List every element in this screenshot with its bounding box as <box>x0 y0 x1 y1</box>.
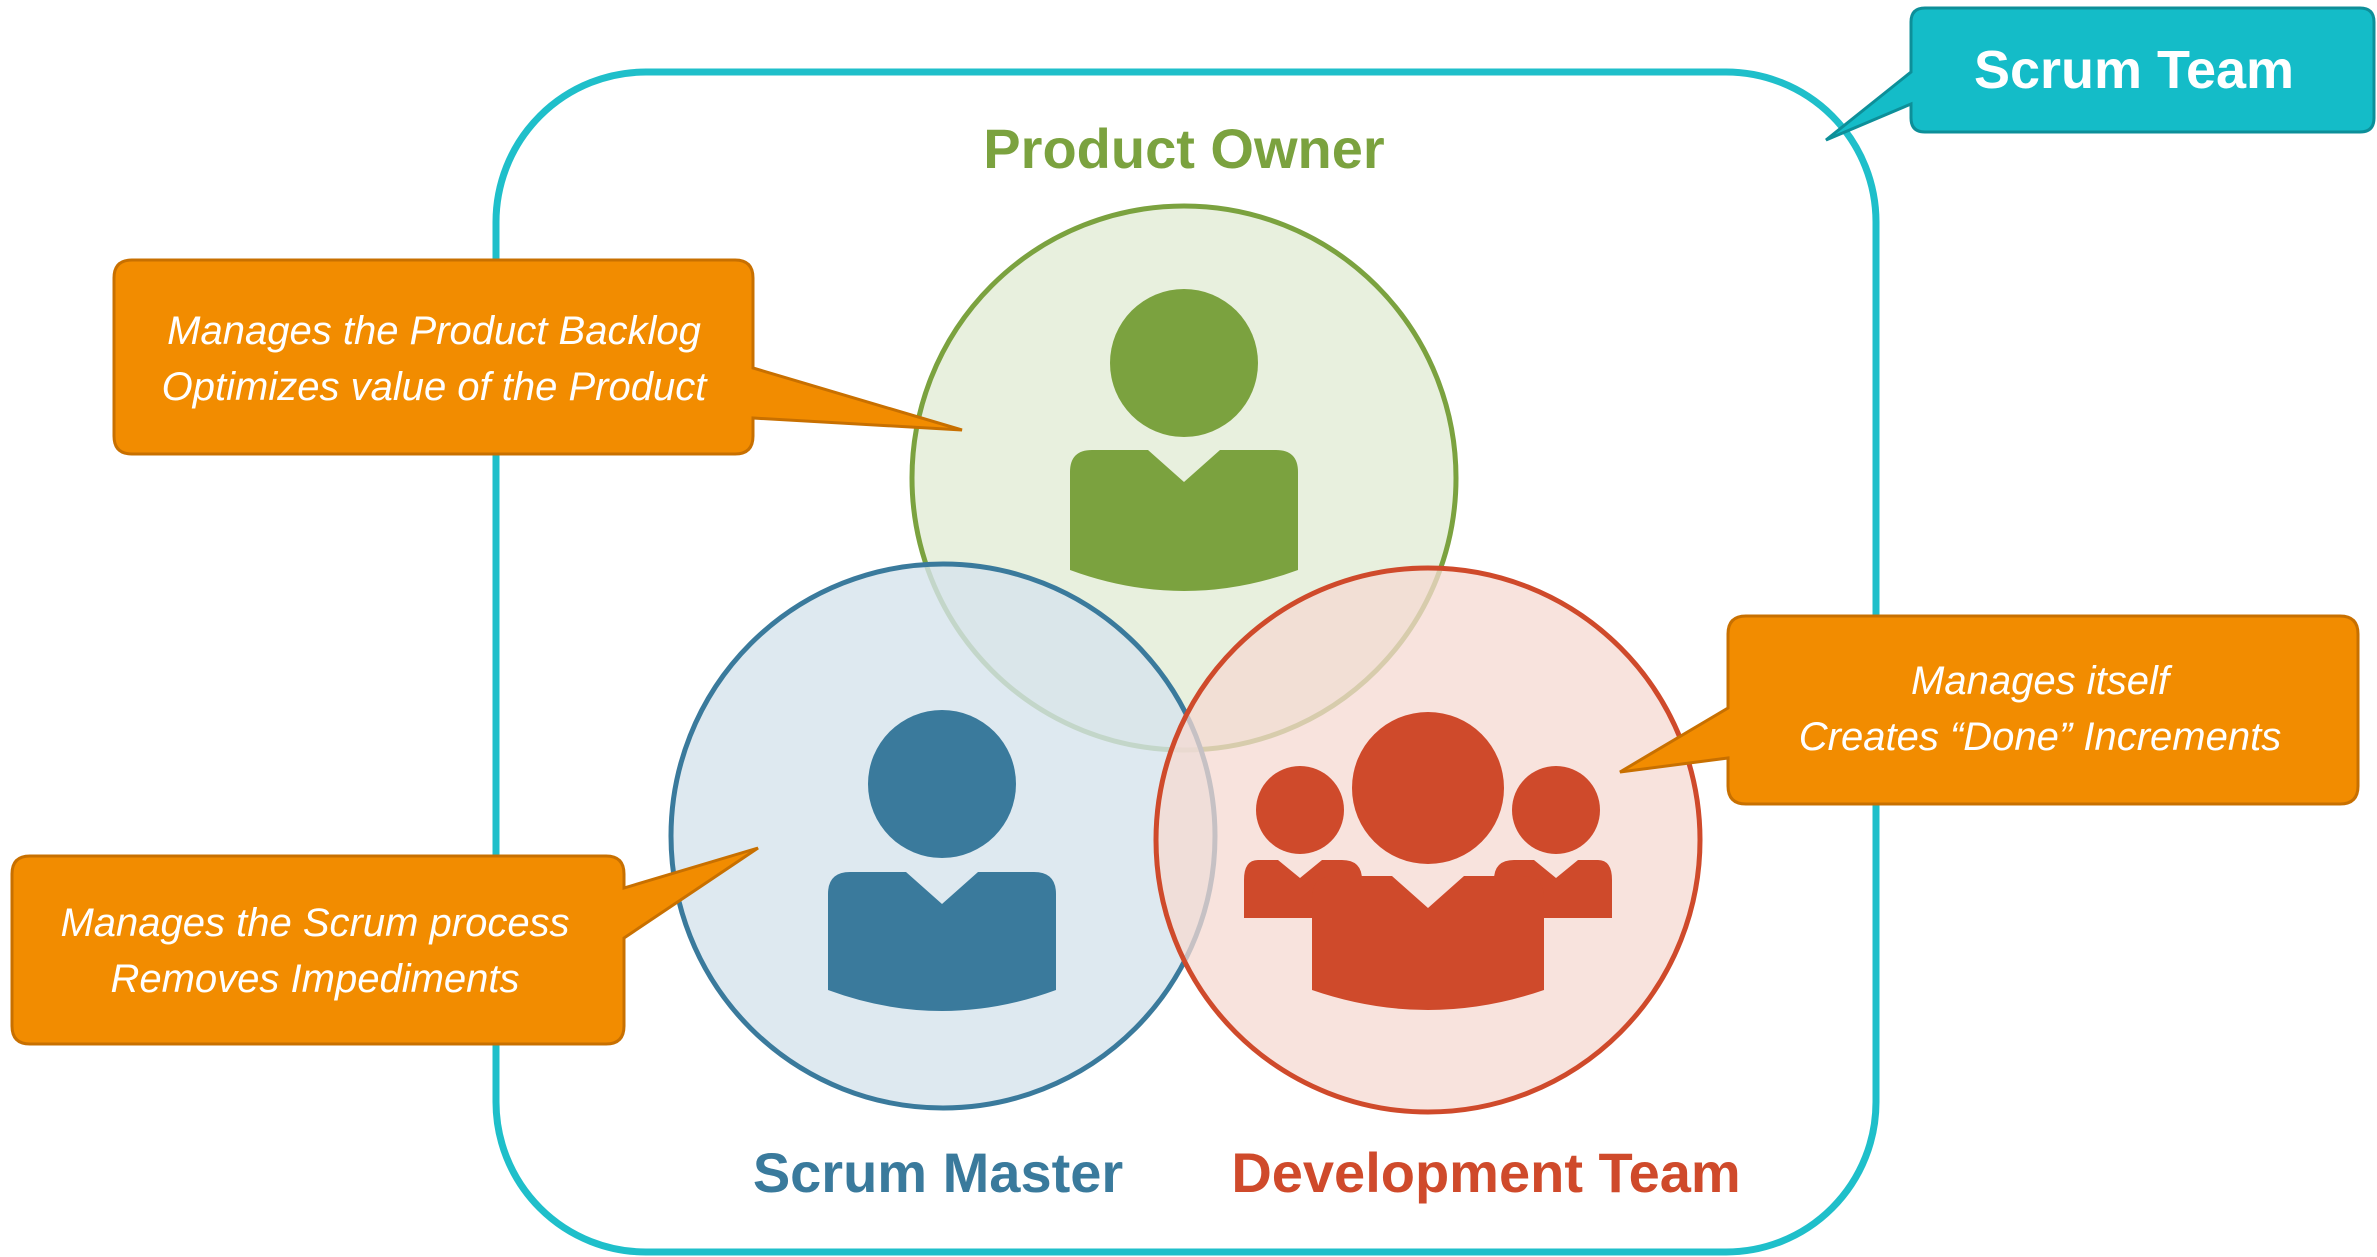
product-owner-callout: Manages the Product Backlog Optimizes va… <box>112 258 963 456</box>
development-team-group-icon <box>1244 712 1612 1010</box>
product-owner-callout-shape <box>112 258 963 456</box>
product-owner-callout-line1: Manages the Product Backlog <box>167 309 701 353</box>
product-owner-callout-line2: Optimizes value of the Product <box>162 365 709 409</box>
scrum-master-callout: Manages the Scrum process Removes Impedi… <box>10 846 759 1046</box>
development-team-callout: Manages itself Creates “Done” Increments <box>1619 614 2360 806</box>
development-team-callout-line1: Manages itself <box>1911 659 2173 703</box>
development-team-label: Development Team <box>1231 1141 1740 1204</box>
product-owner-person-icon <box>1070 289 1298 591</box>
scrum-team-tag-shape <box>1825 6 2376 142</box>
development-team-callout-shape <box>1619 614 2360 806</box>
scrum-master-person-icon <box>828 710 1056 1011</box>
product-owner-label: Product Owner <box>983 117 1384 180</box>
scrum-team-tag: Scrum Team <box>1825 6 2376 142</box>
scrum-team-label: Scrum Team <box>1974 40 2294 100</box>
scrum-master-callout-shape <box>10 846 759 1046</box>
development-team-callout-line2: Creates “Done” Increments <box>1799 715 2281 759</box>
scrum-master-callout-line1: Manages the Scrum process <box>60 901 569 945</box>
scrum-master-label: Scrum Master <box>753 1141 1123 1204</box>
scrum-master-callout-line2: Removes Impediments <box>110 957 519 1001</box>
